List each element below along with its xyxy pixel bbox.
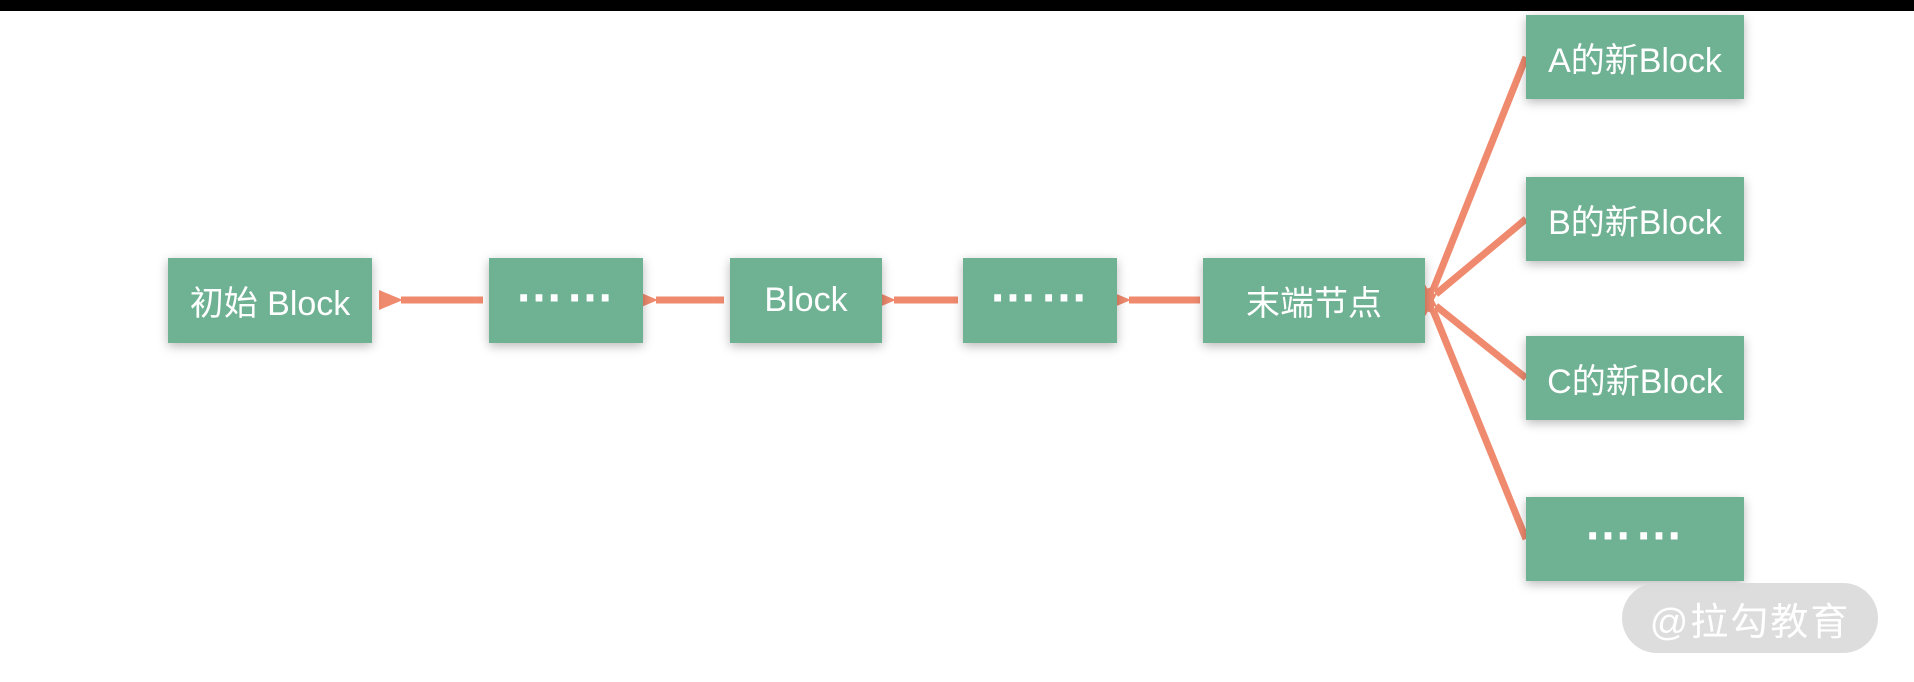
node-new-block-b: B的新Block xyxy=(1526,177,1744,261)
node-ellipsis-2: …… xyxy=(963,258,1117,343)
arrow-ellipsis3-to-tail xyxy=(1415,285,1530,541)
node-ellipsis-3-label: …… xyxy=(1584,497,1686,551)
top-black-bar xyxy=(0,0,1914,11)
watermark-badge: @拉勾教育 xyxy=(1622,583,1878,653)
node-new-block-b-label: B的新Block xyxy=(1548,203,1722,242)
node-ellipsis-3: …… xyxy=(1526,497,1744,581)
node-new-block-c: C的新Block xyxy=(1526,336,1744,420)
node-initial-block-label: 初始 Block xyxy=(189,285,351,323)
arrow-new-block-b-to-tail xyxy=(1412,216,1529,316)
node-ellipsis-1: …… xyxy=(489,258,643,343)
node-tail: 末端节点 xyxy=(1203,258,1425,343)
node-block: Block xyxy=(730,258,882,343)
node-ellipsis-1-label: …… xyxy=(515,259,617,313)
node-ellipsis-2-label: …… xyxy=(989,259,1091,313)
node-new-block-a: A的新Block xyxy=(1526,15,1744,99)
node-new-block-c-label: C的新Block xyxy=(1547,362,1723,401)
arrow-new-block-c-to-tail xyxy=(1412,284,1529,381)
node-tail-label: 末端节点 xyxy=(1246,285,1382,323)
watermark-text: @拉勾教育 xyxy=(1649,601,1851,644)
node-new-block-a-label: A的新Block xyxy=(1548,41,1722,80)
node-block-label: Block xyxy=(764,281,848,319)
arrow-new-block-a-to-tail xyxy=(1415,55,1530,315)
node-initial-block: 初始 Block xyxy=(168,258,372,343)
